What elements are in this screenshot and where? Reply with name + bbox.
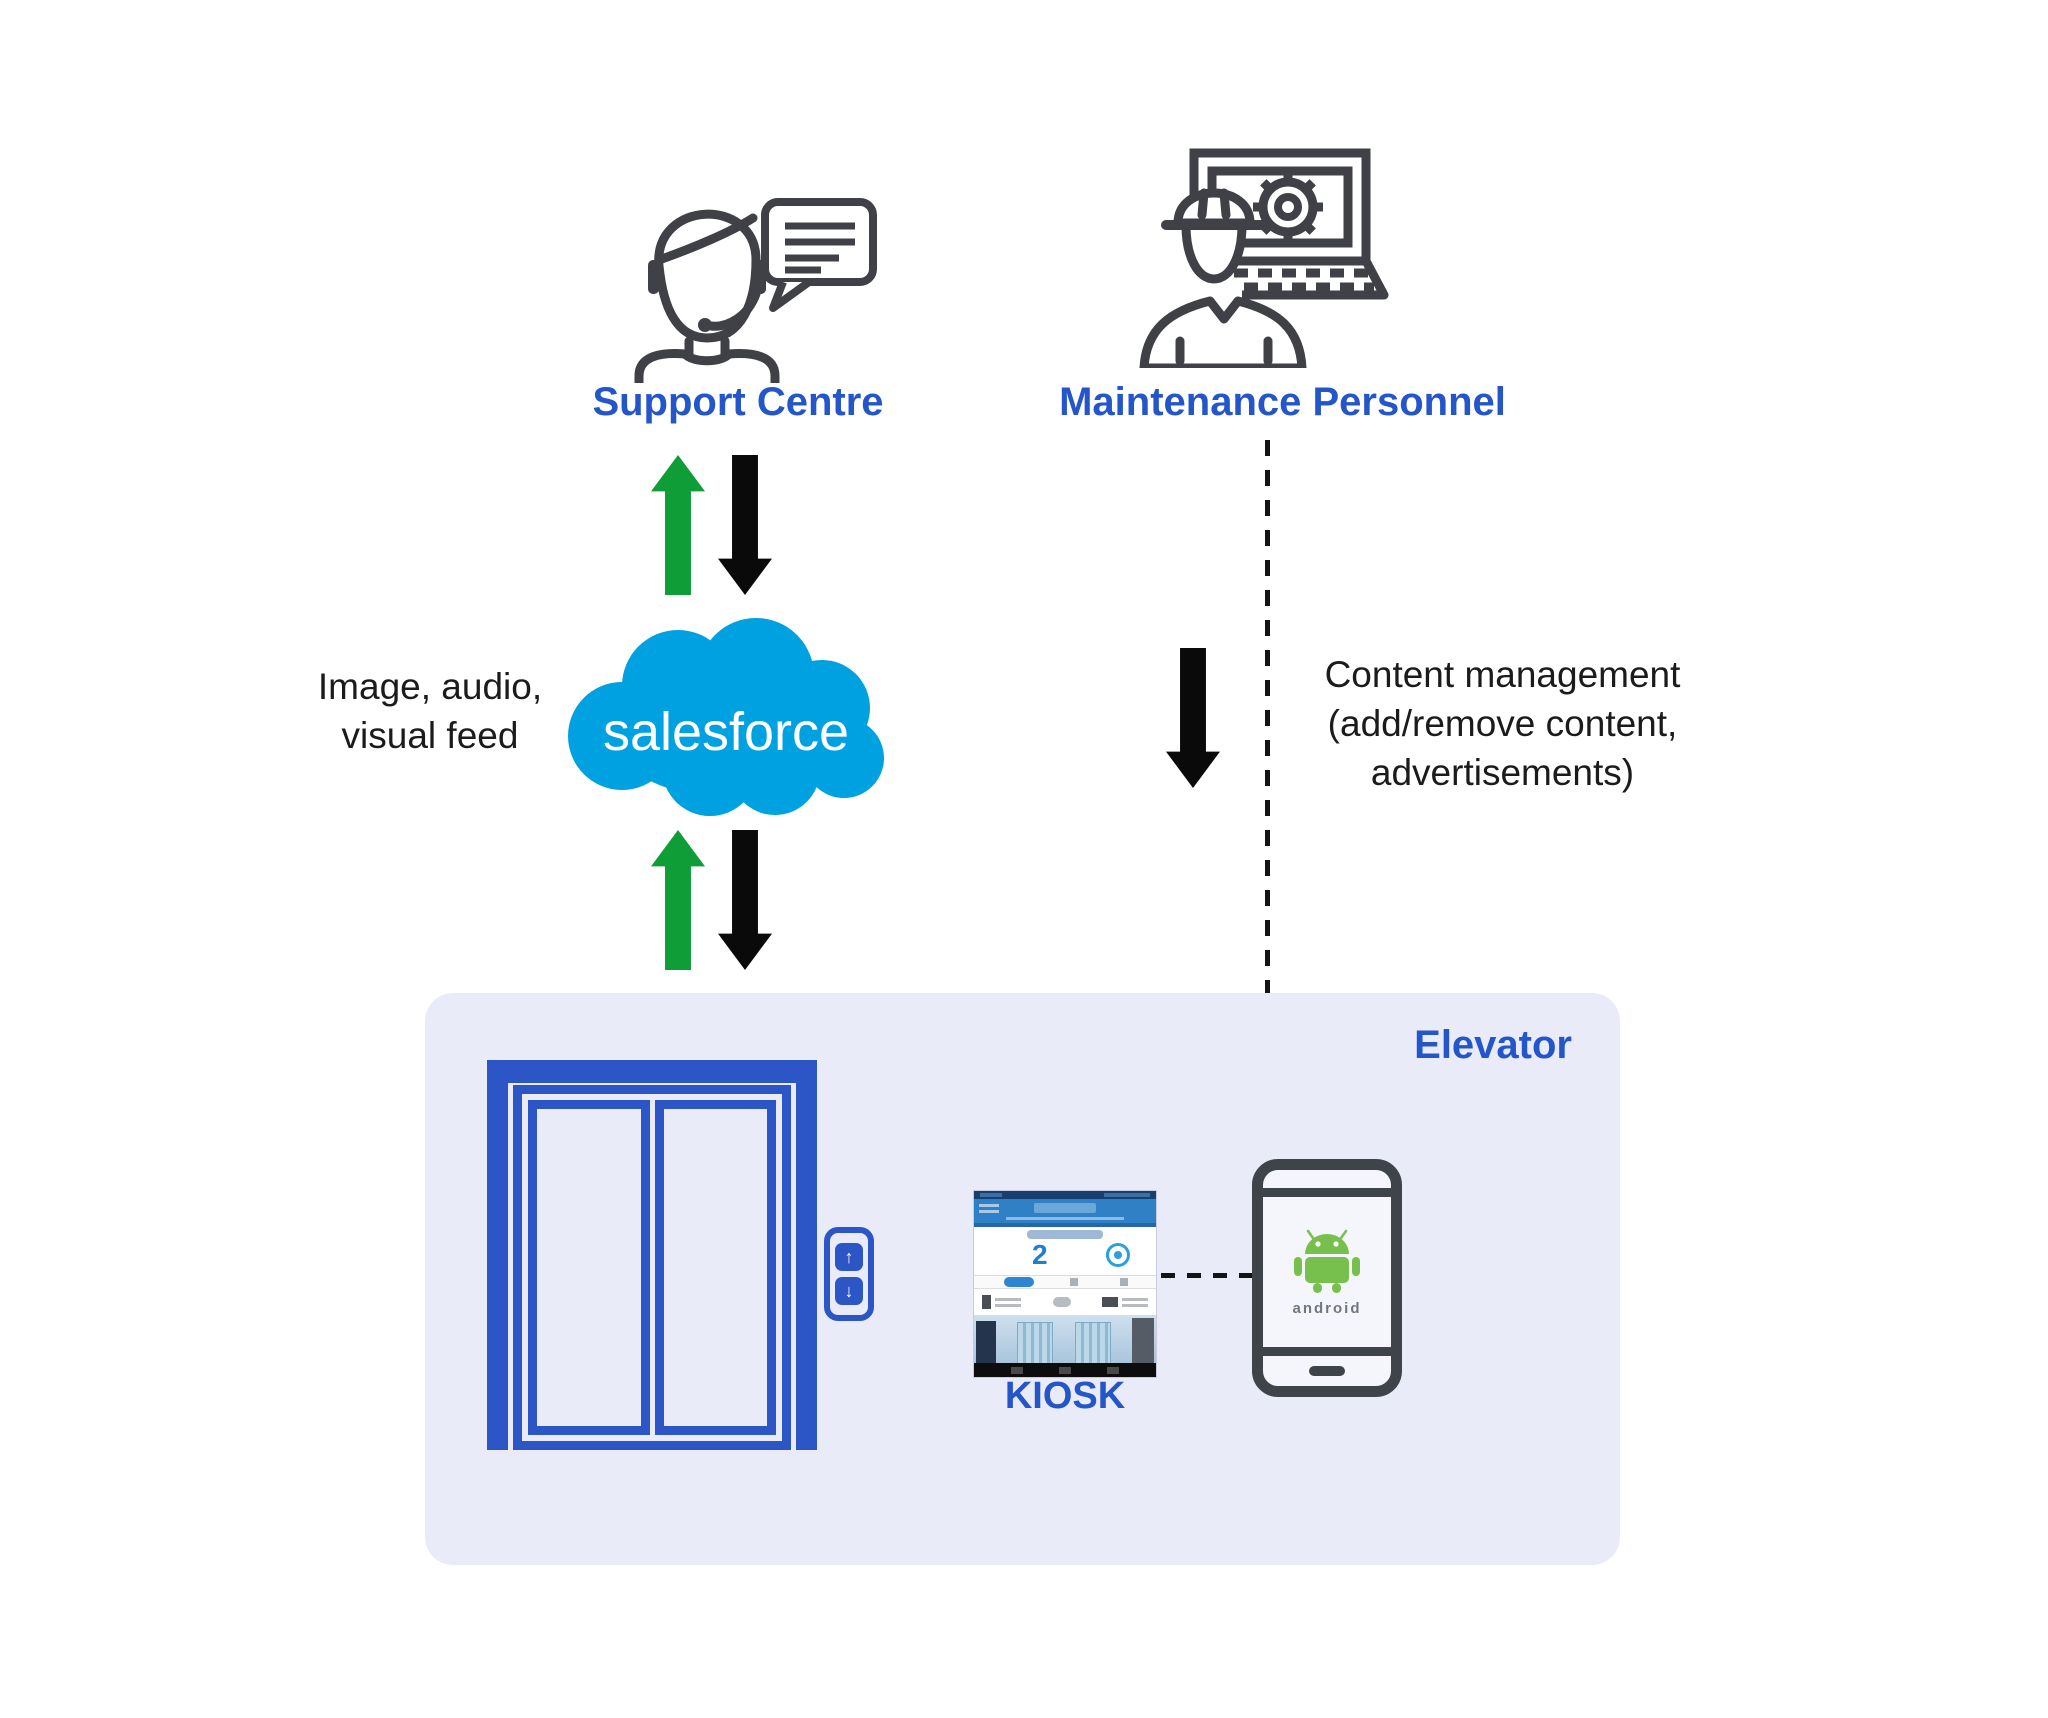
upload-arrow-support <box>651 455 705 595</box>
support-centre-label: Support Centre <box>592 380 884 424</box>
phone-top-band <box>1263 1170 1391 1197</box>
down-button: ↓ <box>835 1277 863 1305</box>
kiosk-nav-bar <box>974 1363 1156 1377</box>
support-agent-icon <box>634 198 877 383</box>
content-note-line1: Content management <box>1324 654 1681 695</box>
kiosk-photo-strip <box>974 1315 1156 1363</box>
door-panel-left <box>528 1100 650 1435</box>
kiosk-header <box>974 1199 1156 1223</box>
download-arrow-support <box>718 455 772 595</box>
elevator-call-buttons: ↑ ↓ <box>824 1227 874 1321</box>
kiosk-status-bar <box>974 1191 1156 1199</box>
kiosk-logo-icon <box>1106 1243 1130 1267</box>
door-frame-top <box>487 1060 817 1083</box>
up-button: ↑ <box>835 1243 863 1271</box>
door-frame-right <box>796 1060 817 1450</box>
headset-mic-boom <box>706 289 761 331</box>
download-arrow-elevator <box>718 830 772 970</box>
kiosk-android-dashed-link <box>1161 1273 1254 1278</box>
elevator-door-icon <box>487 1060 817 1450</box>
kiosk-label: KIOSK <box>1004 1375 1126 1417</box>
down-button-glyph: ↓ <box>844 1280 854 1301</box>
phone-screen: android <box>1263 1197 1391 1347</box>
maintenance-worker-icon <box>1139 148 1389 368</box>
upload-arrow-elevator <box>651 830 705 970</box>
hard-hat-icon <box>1173 188 1255 228</box>
kiosk-tab-bar <box>974 1275 1156 1289</box>
headset-earpiece-left <box>648 260 659 294</box>
gear-icon <box>1253 172 1323 242</box>
kiosk-body: 2 <box>974 1227 1156 1275</box>
maintenance-connector-dashed-line <box>1265 440 1270 993</box>
content-note-line2: (add/remove content, <box>1327 703 1678 744</box>
android-robot-icon <box>1294 1229 1360 1293</box>
headset-mic <box>698 318 712 332</box>
content-management-note: Content management (add/remove content, … <box>1305 650 1700 797</box>
feed-note-line1: Image, audio, <box>317 666 543 707</box>
door-panel-right <box>654 1100 776 1435</box>
android-phone-icon: android <box>1252 1159 1402 1397</box>
speech-bubble-icon <box>761 198 877 312</box>
home-button <box>1309 1366 1345 1376</box>
android-wordmark: android <box>1292 1299 1362 1317</box>
agent-shoulders <box>634 349 780 383</box>
maintenance-personnel-label: Maintenance Personnel <box>1059 380 1506 424</box>
feed-note: Image, audio, visual feed <box>230 662 630 760</box>
up-button-glyph: ↑ <box>844 1246 854 1267</box>
worker-face <box>1181 220 1247 284</box>
door-frame-left <box>487 1060 508 1450</box>
salesforce-cloud-logo: salesforce <box>568 618 884 816</box>
kiosk-header-strip <box>974 1223 1156 1227</box>
door-inner-frame <box>513 1085 791 1450</box>
elevator-label: Elevator <box>1414 1023 1572 1067</box>
salesforce-wordmark: salesforce <box>603 702 849 762</box>
kiosk-screenshot: 2 <box>974 1191 1156 1377</box>
content-management-arrow <box>1166 648 1220 788</box>
feed-note-line2: visual feed <box>341 715 519 756</box>
content-note-line3: advertisements) <box>1370 752 1635 793</box>
phone-bottom-band <box>1263 1347 1391 1386</box>
kiosk-info-row <box>974 1289 1156 1315</box>
worker-body <box>1139 296 1307 368</box>
elevator-panel: Elevator ↑ ↓ 2 <box>425 993 1620 1565</box>
weather-cloud-icon <box>1052 1297 1071 1307</box>
kiosk-floor-number: 2 <box>1032 1239 1048 1270</box>
